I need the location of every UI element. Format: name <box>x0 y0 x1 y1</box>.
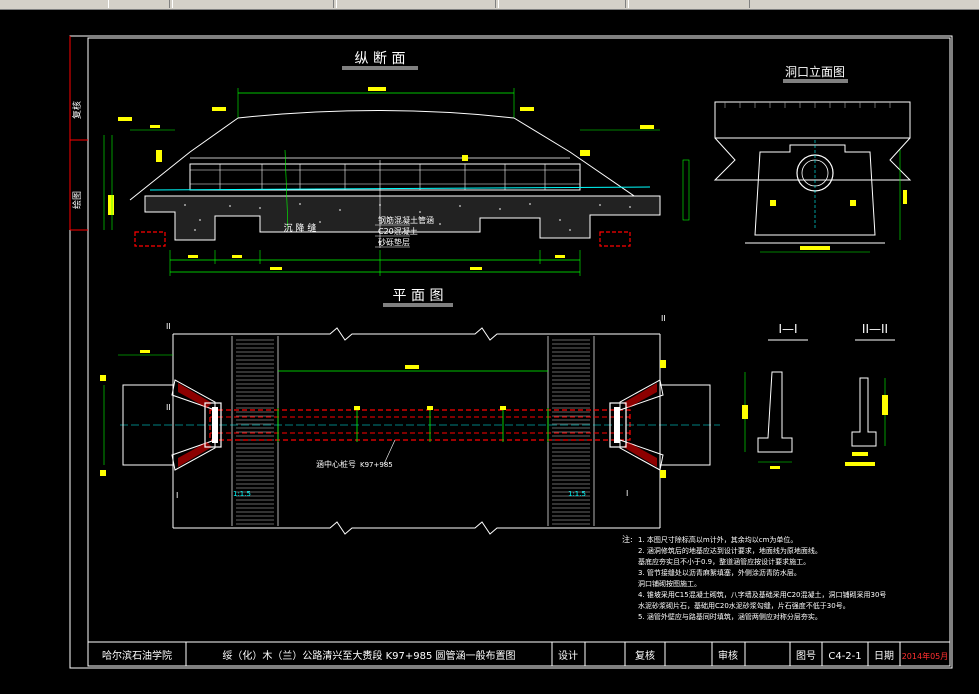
portal-title: 洞口立面图 <box>785 64 845 79</box>
toolbar-segment[interactable] <box>336 0 496 8</box>
settlement-joint-label: 沉 降 缝 <box>284 222 317 234</box>
note-line: 基底应夯实且不小于0.9，整道涵管应按设计要求施工。 <box>638 557 810 566</box>
layer-label-2: C20混凝土 <box>378 226 418 236</box>
design-label: 设计 <box>558 649 578 662</box>
note-line: 4. 锥坡采用C15混凝土砌筑，八字墙及基础采用C20混凝土，洞口铺砌采用30号 <box>638 590 886 599</box>
section-I-drawing <box>742 371 793 469</box>
date-value: 2014年05月 <box>902 651 949 661</box>
section-II-drawing <box>845 377 888 466</box>
longitudinal-title: 纵 断 面 <box>355 51 406 67</box>
slope-label-right: 1:1.5 <box>568 490 586 498</box>
project-title: 绥（化）木（兰）公路清兴至大赉段 K97+985 圆管涵一般布置图 <box>222 649 515 662</box>
note-line: 5. 涵管外壁应与路基同时填筑，涵管两侧应对称分层夯实。 <box>638 612 822 621</box>
plan-title: 平 面 图 <box>393 288 444 304</box>
embankment-slope-left <box>129 117 239 201</box>
slope-label-left: 1:1.5 <box>233 490 251 498</box>
drawing-no-label: 图号 <box>796 650 816 662</box>
toolbar-segment[interactable] <box>628 0 750 8</box>
note-line: 1. 本图尺寸除标高以m计外，其余均以cm为单位。 <box>638 535 797 544</box>
toolbar-segment[interactable] <box>172 0 334 8</box>
application-toolbar <box>0 0 979 10</box>
date-label: 日期 <box>874 650 894 662</box>
water-line <box>149 186 651 191</box>
note-line: 洞口铺砌按图施工。 <box>638 579 701 588</box>
cad-drawing-canvas[interactable]: 复核 绘图 纵 断 面 <box>0 10 979 694</box>
shoulder-hatch <box>236 339 274 525</box>
section-mark: II <box>166 403 171 412</box>
section-mark: I <box>626 489 628 498</box>
culvert-station: K97+985 <box>360 461 393 469</box>
dimension-value <box>368 87 386 91</box>
drawing-no: C4-2-1 <box>828 651 861 662</box>
road-edge-top <box>173 327 660 341</box>
portal-elevation <box>713 101 912 253</box>
section-mark: II <box>166 322 171 331</box>
toolbar-segment[interactable] <box>108 0 170 8</box>
title-block: 哈尔滨石油学院 绥（化）木（兰）公路清兴至大赉段 K97+985 圆管涵一般布置… <box>88 641 950 666</box>
strip-drawing-label: 绘图 <box>71 191 83 209</box>
plan-view: II II II I I 1:1.5 1:1.5 涵中心桩号 K97+985 <box>100 314 720 535</box>
foundation <box>144 195 661 241</box>
notes-block: 注: 1. 本图尺寸除标高以m计外，其余均以cm为单位。 2. 涵洞修筑后的地基… <box>622 534 886 621</box>
shoulder-hatch <box>552 339 590 525</box>
road-surface <box>237 110 515 119</box>
strip-review-label: 复核 <box>71 101 83 119</box>
culvert-center-label: 涵中心桩号 <box>316 459 356 469</box>
section-mark: I <box>176 491 178 500</box>
audit-label: 审核 <box>718 649 738 662</box>
apron-right <box>599 231 631 247</box>
section-I-title: I—I <box>778 322 797 336</box>
inner-frame <box>87 37 951 667</box>
longitudinal-section: 沉 降 缝 钢筋混凝土管涵 C20混凝土 砂砾垫层 <box>103 87 690 276</box>
layer-label-1: 钢筋混凝土管涵 <box>378 215 434 225</box>
road-edge-bottom <box>173 521 660 535</box>
note-line: 3. 管节接缝处以沥青麻絮填塞，外侧涂沥青防水层。 <box>638 568 801 577</box>
notes-heading: 注: <box>622 534 633 544</box>
section-II-title: II—II <box>862 322 888 336</box>
apron-left <box>134 231 166 247</box>
culvert-pipe <box>189 163 581 191</box>
outer-frame <box>69 35 953 669</box>
layer-label-3: 砂砾垫层 <box>378 237 410 247</box>
note-line: 水泥砂浆砌片石，基础用C20水泥砂浆勾缝，片石强度不低于30号。 <box>638 601 850 610</box>
toolbar-segment[interactable] <box>498 0 626 8</box>
review-label: 复核 <box>635 649 655 662</box>
section-mark: II <box>661 314 666 323</box>
note-line: 2. 涵洞修筑后的地基应达到设计要求，地面线为原地面线。 <box>638 546 822 555</box>
school-name: 哈尔滨石油学院 <box>102 649 172 662</box>
embankment-slope-right <box>513 117 641 201</box>
